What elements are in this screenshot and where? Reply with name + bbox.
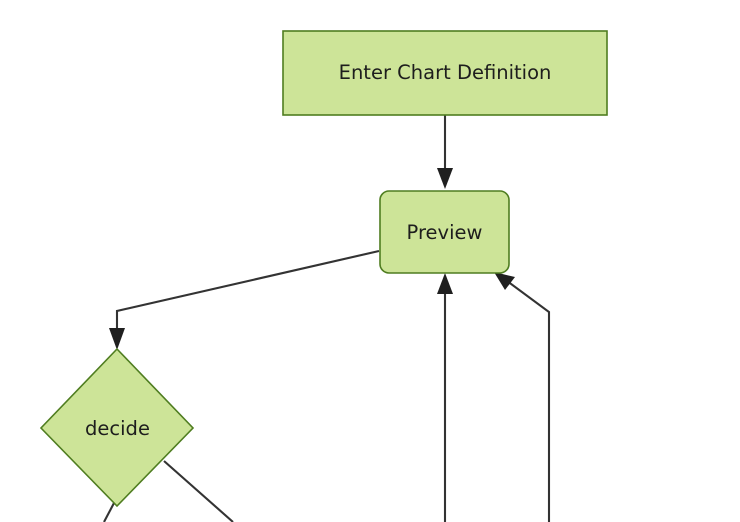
edge-decide-branch-right xyxy=(163,460,234,522)
edge-return-center-to-preview-arrowhead xyxy=(437,273,453,294)
edge-return-right-to-preview xyxy=(494,272,551,522)
edge-decide-branch-left xyxy=(103,502,115,522)
edge-preview-to-decide xyxy=(109,249,380,350)
edge-return-right-to-preview-arrowhead xyxy=(494,272,515,290)
edge-preview-to-decide-line xyxy=(115,249,380,331)
edge-return-right-to-preview-line xyxy=(506,280,551,522)
edge-enter-to-preview-arrowhead xyxy=(437,168,453,189)
edge-enter-to-preview xyxy=(437,115,453,189)
edge-decide-branch-right-line xyxy=(163,460,234,522)
node-enter-chart-definition[interactable] xyxy=(282,30,608,116)
node-decide[interactable] xyxy=(39,347,195,508)
node-preview[interactable] xyxy=(379,190,510,274)
edge-decide-branch-left-line xyxy=(103,502,115,522)
edge-return-center-to-preview xyxy=(437,273,453,522)
edge-preview-to-decide-arrowhead xyxy=(109,328,125,350)
